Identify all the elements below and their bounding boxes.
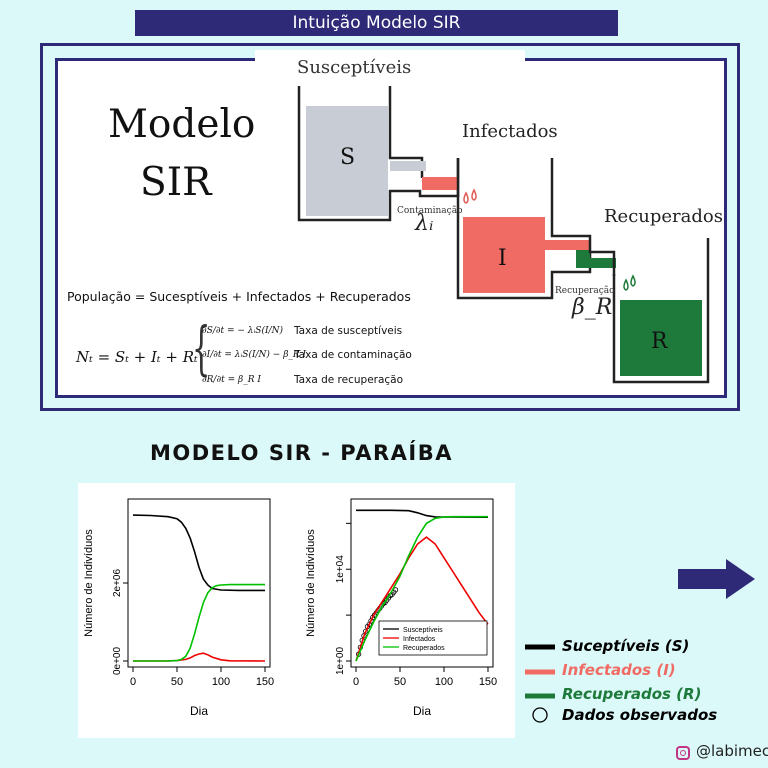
frame-notch — [255, 50, 525, 62]
page-title: Intuição Modelo SIR — [135, 10, 618, 36]
total-equation: Nₜ = Sₜ + Iₜ + Rₜ — [76, 348, 198, 366]
sir-plots: 0 50 100 150 0e+00 2e+06 Número de IndivíduosD… — [83, 498, 497, 718]
differential-eq-i: ∂I/∂t = λᵢS(I/N) − β_R I — [202, 350, 307, 360]
x-tick-label: 100 — [212, 676, 230, 688]
tank-r-fill — [620, 300, 702, 376]
y-tick-label: 2e+06 — [112, 569, 123, 598]
plot-frame — [127, 498, 271, 668]
x-tick-label: 150 — [479, 676, 497, 688]
x-tick-label: 150 — [256, 676, 274, 688]
sir-tank-diagram: S I R — [297, 86, 710, 384]
outer-frame — [40, 43, 740, 411]
section-subtitle: MODELO SIR - PARAÍBA — [150, 441, 453, 465]
label-recovery: Recuperação — [555, 286, 615, 296]
label-recovered: Recuperados — [604, 206, 723, 227]
droplet-icon — [630, 274, 636, 287]
differential-eq-s: ∂S/∂t = − λᵢS(I/N) — [202, 326, 283, 336]
x-tick-label: 0 — [353, 676, 359, 688]
plot-legend-label: Infectados — [403, 636, 436, 643]
tank-i-label: I — [498, 246, 507, 271]
droplet-icon — [463, 191, 469, 204]
next-arrow-icon[interactable] — [678, 559, 756, 599]
legend-swatch-observed — [532, 707, 548, 723]
plot-legend-label: Susceptíveis — [403, 627, 443, 634]
legend-infected: Infectados (I) — [562, 661, 676, 679]
label-susceptible: Susceptíveis — [297, 57, 412, 78]
brace: { — [192, 314, 211, 382]
tank-r-label: R — [651, 329, 669, 354]
legend-swatches — [525, 644, 555, 723]
lambda-symbol: λᵢ — [415, 211, 434, 236]
pipe-s — [390, 161, 426, 171]
y-axis-label: Número de Indivíduos — [83, 529, 95, 637]
x-tick-label: 100 — [435, 676, 453, 688]
label-infected: Infectados — [462, 121, 558, 142]
pipe-contamination — [422, 177, 458, 190]
series-recovered — [355, 515, 488, 662]
tank-i-outline — [456, 158, 592, 300]
tank-i-fill — [463, 217, 545, 293]
legend-susceptible: Suceptíveis (S) — [562, 637, 690, 655]
plot-frame — [350, 498, 494, 668]
legend-observed: Dados observados — [562, 706, 718, 724]
droplet-icon — [471, 188, 477, 201]
y-tick-label: 0e+00 — [112, 647, 123, 676]
x-tick-label: 0 — [130, 676, 136, 688]
tank-s-label: S — [340, 145, 355, 170]
droplet-icon — [623, 278, 629, 291]
series-susceptible — [132, 514, 265, 592]
tank-s-outline — [297, 86, 460, 222]
series-infected — [132, 652, 266, 662]
series-susceptible — [356, 509, 489, 518]
instagram-icon-lens — [680, 750, 686, 756]
rate-r-label: Taxa de recuperação — [294, 374, 404, 386]
pipe-recovery — [576, 258, 616, 268]
heading-sir: SIR — [140, 160, 212, 205]
heading-modelo: Modelo — [108, 102, 256, 147]
legend-recovered: Recuperados (R) — [562, 685, 702, 703]
tank-s-fill — [306, 106, 388, 216]
social-handle[interactable]: @labimec — [696, 742, 768, 760]
rate-s-label: Taxa de susceptíveis — [294, 325, 403, 337]
rate-i-label: Taxa de contaminação — [294, 349, 412, 361]
population-equation: População = Sucesptíveis + Infectados + … — [67, 289, 411, 304]
x-axis-label: Dia — [190, 704, 208, 718]
x-tick-label: 50 — [394, 676, 406, 688]
series-recovered — [133, 583, 265, 662]
x-tick-label: 50 — [171, 676, 183, 688]
label-contamination: Contaminação — [397, 206, 463, 216]
y-axis-label: Número de Indivíduos — [305, 529, 317, 637]
instagram-icon — [676, 746, 690, 760]
differential-eq-r: ∂R/∂t = β_R I — [202, 375, 261, 385]
y-tick-label: 1e+00 — [335, 647, 346, 676]
plot-legend-label: Recuperados — [403, 645, 445, 652]
observed-point — [392, 587, 399, 593]
y-tick-label: 1e+04 — [335, 555, 346, 584]
x-axis-label: Dia — [413, 704, 431, 718]
tank-r-outline — [588, 238, 710, 384]
beta-symbol: β_R — [572, 295, 613, 320]
series-infected — [355, 536, 489, 662]
